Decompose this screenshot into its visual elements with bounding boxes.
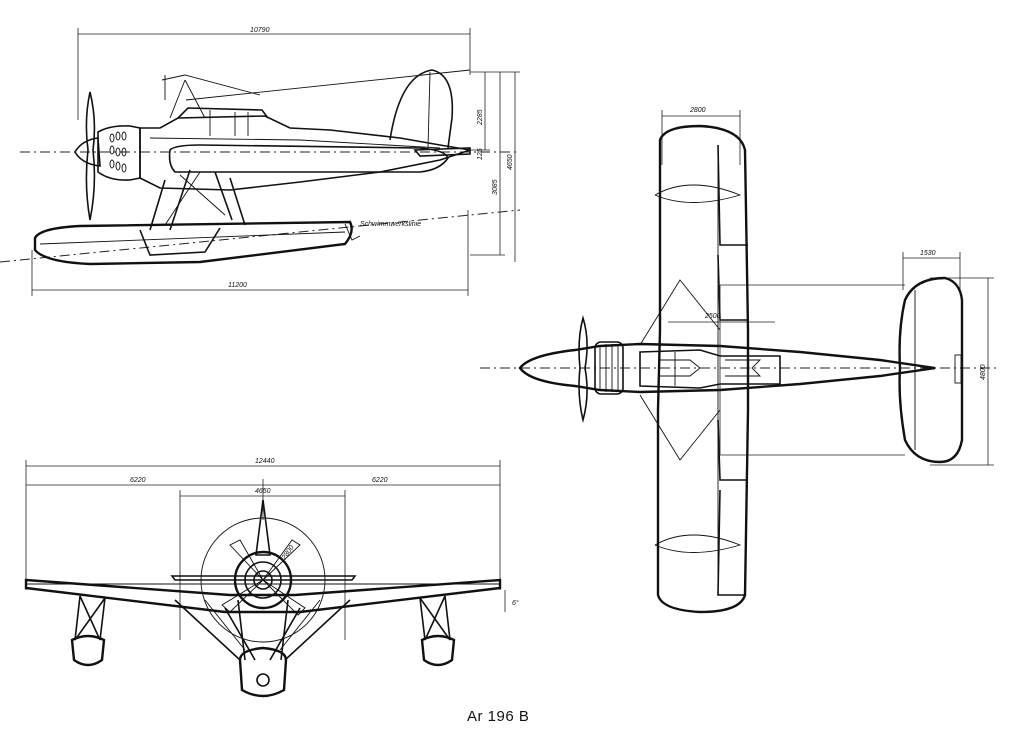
wing-chord-dim: 2800 <box>689 107 706 114</box>
side-length-dim: 10790 <box>250 27 270 34</box>
float-length-dim: 11200 <box>228 282 247 289</box>
dihedral-dim: 6° <box>512 599 519 607</box>
fin-height-dim: 2285 <box>477 109 484 126</box>
span-dim: 12440 <box>255 458 275 465</box>
small-height-dim: 125 <box>477 148 484 160</box>
drawing-caption: Ar 196 B <box>467 708 530 725</box>
total-height-dim: 4650 <box>507 154 514 170</box>
float-line-label: Schwimmwerkslinie <box>360 221 421 228</box>
plan-view: 2800 2500 1530 4800 <box>480 107 1000 614</box>
mid-height-dim: 3085 <box>492 179 499 195</box>
side-view: 10790 11200 2285 125 3085 4650 <box>0 27 521 296</box>
tail-chord-dim: 1530 <box>920 250 936 257</box>
fuselage-width-dim: 2500 <box>704 313 721 320</box>
float-track-dim: 4650 <box>255 488 271 495</box>
prop-diameter-dim: 2800 <box>280 544 295 562</box>
half-span-left-dim: 6220 <box>130 477 146 484</box>
front-view: 12440 6220 6220 4650 6° 2800 <box>24 458 519 698</box>
tail-span-dim: 4800 <box>980 364 987 380</box>
half-span-right-dim: 6220 <box>372 477 388 484</box>
